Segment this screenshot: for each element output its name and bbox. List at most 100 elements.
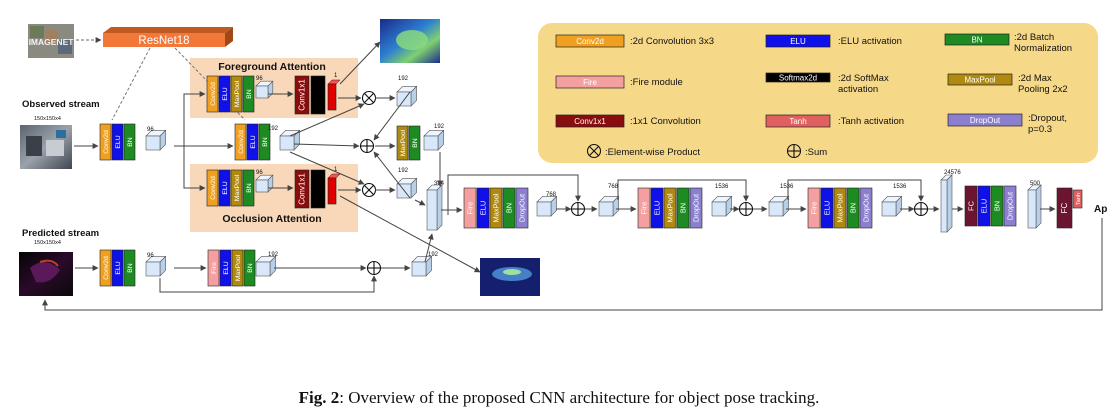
stage2-elu-block-label: ELU [653,201,662,215]
predicted-bn-block-label: BN [127,263,134,273]
channel-count-fire2_out: 1536 [715,184,729,190]
channel-count-fire1_out: 768 [546,192,557,198]
flow-arrow [414,199,426,206]
stage1-dropout-block: DropOut [515,187,529,229]
legend-bn-swatch: BN [944,33,1010,46]
resnet18-block: ResNet18 [103,27,233,47]
legend-sum-icon [786,143,802,159]
stage3-in-cube [768,195,790,217]
mid-bn-block-label: BN [262,137,269,147]
occlusion-maxpool-block: MaxPool [230,169,243,207]
legend-maxpool-swatch: MaxPool [947,73,1013,86]
channel-count-fg_prod: 192 [398,76,409,82]
observed-feature-cube [145,129,167,151]
legend-product-icon [586,143,602,159]
legend-softmax-tag: Softmax2d [779,74,817,83]
resnet18-label: ResNet18 [138,35,189,47]
stage3-elu-block-label: ELU [823,201,832,215]
flow-arrow [373,151,411,199]
stage3-bn-block-label: BN [849,203,858,213]
final-tanh-block: Tanh [1072,189,1083,209]
channel-count-fg_softmax: 1 [334,73,338,79]
fc-output-slab [1027,184,1042,229]
legend-conv2d-description: :2d Convolution 3x3 [630,36,714,47]
predicted-fire-elu-block-label: ELU [223,261,230,274]
legend-fire-tag: Fire [583,78,597,87]
stage2-elu-block: ELU [650,187,664,229]
legend-tanh-description: :Tanh activation [838,116,904,127]
channel-count-occ_after: 96 [256,170,263,176]
stage3-elu-block: ELU [820,187,834,229]
head-bn-block-label: BN [993,201,1002,211]
legend-conv2d-swatch: Conv2d [555,34,625,48]
head-bn-block: BN [990,185,1004,227]
final-tanh-block-label: Tanh [1076,193,1082,205]
channel-count-obs_first: 96 [147,127,154,133]
head-dropout-block: DropOut [1003,185,1017,227]
channel-count-occ_softmax: 1 [334,167,338,173]
predicted-conv2d-block-label: Conv2d [103,256,110,280]
stage3-fire-block: Fire [807,187,821,229]
channel-count-flatten: 24576 [944,170,961,176]
stage1-fire-block-label: Fire [466,202,475,215]
flow-arrow [373,91,411,141]
legend-tanh-swatch: Tanh [765,114,831,128]
mid-pool-bn-block: BN [408,125,421,161]
foreground-feature-cube [255,80,274,99]
legend-panel [538,23,1098,163]
predicted-sum-icon [366,260,382,276]
stage2-bn-block: BN [676,187,690,229]
predicted-fire-cube [255,255,277,277]
stage1-maxpool-block-label: MaxPool [492,193,501,222]
legend-bn-tag: BN [971,36,982,45]
flow-arrow [289,151,365,185]
predicted-dims-label: 150x150x4 [34,240,61,246]
foreground-softmax-output [327,79,341,111]
predicted-merge-cube [411,255,433,277]
stage1-bn-block-label: BN [505,203,514,213]
head-fc-block: FC [964,185,978,227]
legend-tanh-tag: Tanh [789,117,806,126]
mid-pool-maxpool-block: MaxPool [396,125,409,161]
occlusion-attn-softmax-block [310,169,326,209]
occlusion-attention-title: Occlusion Attention [222,213,321,225]
channel-count-pred_first: 96 [147,253,154,259]
legend-conv1x1-description: :1x1 Convolution [630,116,701,127]
stage2-cube [711,195,733,217]
legend-maxpool-tag: MaxPool [964,76,995,85]
mid-pool-bn-block-label: BN [412,138,419,148]
legend-dropout-description: :Dropout,p=0.3 [1028,113,1067,135]
predicted-fire-elu-block: ELU [219,249,232,287]
foreground-elu-block-label: ELU [222,87,229,100]
channel-count-mid_conv: 192 [268,126,279,132]
head-dropout-block-label: DropOut [1006,191,1015,220]
predicted-fire-bn-block-label: BN [247,263,254,273]
mid-merge-cube [423,129,445,151]
figure-caption: Fig. 2: Overview of the proposed CNN arc… [0,388,1118,408]
stage3-fire-block-label: Fire [810,202,819,215]
figure-number: Fig. 2 [298,388,340,407]
legend-elu-description: :ELU activation [838,36,902,47]
mid-sum-icon [359,138,375,154]
legend-sum-description: :Sum [805,147,827,158]
final-fc-block-label: FC [1060,202,1069,213]
occlusion-feature-cube [255,174,274,193]
channel-count-mid_merge: 192 [434,124,445,130]
stage1-fire-block: Fire [463,187,477,229]
stage3-bn-block: BN [846,187,860,229]
predicted-elu-block-label: ELU [115,261,122,274]
stage2-dropout-block: DropOut [689,187,703,229]
observed-bn-block: BN [123,123,136,161]
foreground-attn-conv1x1-block-label: Conv1x1 [298,79,307,111]
legend-conv1x1-swatch: Conv1x1 [555,114,625,128]
mid-elu-block: ELU [246,123,259,161]
stage1-dropout-block-label: DropOut [518,193,527,222]
predicted-input-image [19,252,73,296]
mid-bn-block: BN [258,123,271,161]
foreground-conv2d-block-label: Conv2d [210,82,217,106]
predicted-fire-fire-block-label: Fire [211,262,218,274]
occlusion-softmax-output [327,173,341,205]
